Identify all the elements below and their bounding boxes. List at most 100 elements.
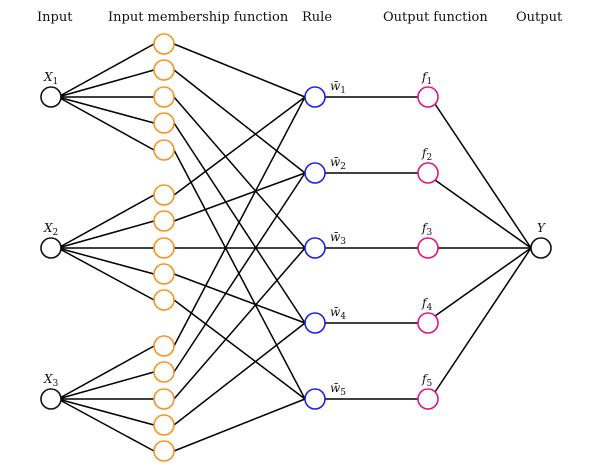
- edge-x1-mf2: [57, 69, 155, 98]
- rule-label-w3-main: w̄: [330, 230, 341, 244]
- output-function-node-f4: [417, 312, 439, 334]
- rule-label-w1-subscript: 1: [340, 86, 346, 96]
- input-label-x1-main: X: [43, 70, 53, 84]
- input-label-x3-subscript: 3: [53, 379, 59, 389]
- output-function-node-f1: [417, 86, 439, 108]
- edge-x2-mf1: [57, 194, 155, 249]
- output-function-label-f3: f3: [421, 221, 432, 238]
- membership-node-x3-4: [153, 414, 175, 436]
- output-function-label-f2: f2: [421, 146, 432, 163]
- output-function-label-f3-main: f: [421, 221, 429, 235]
- edge-x1-mf2-rule2: [173, 69, 306, 174]
- membership-node-x3-1: [153, 335, 175, 357]
- edge-f4-output: [434, 247, 532, 317]
- header-membership: Input membership function: [108, 10, 289, 25]
- edge-f5-output: [434, 247, 532, 393]
- edge-x1-mf1: [57, 43, 155, 98]
- membership-node-x2-1: [153, 184, 175, 206]
- edge-x3-mf5: [57, 398, 155, 452]
- output-function-node-f3: [417, 237, 439, 259]
- rule-label-w3: w̄3: [330, 230, 346, 247]
- edge-x2-mf4: [57, 247, 155, 275]
- edge-x2-mf1-rule1: [173, 96, 306, 196]
- input-label-x2: X2: [43, 221, 58, 238]
- input-label-x3: X3: [43, 372, 59, 389]
- membership-node-x3-3: [153, 388, 175, 410]
- edge-x2-mf5-rule5: [173, 299, 306, 400]
- output-function-label-f2-main: f: [421, 146, 429, 160]
- edge-f1-output: [434, 103, 532, 249]
- membership-node-x1-3: [153, 86, 175, 108]
- rule-label-w4-subscript: 4: [340, 312, 346, 322]
- edge-f2-output: [434, 179, 532, 249]
- edge-x2-mf2: [57, 220, 155, 249]
- rule-label-w1-main: w̄: [330, 79, 341, 93]
- header-input: Input: [37, 10, 73, 25]
- header-output-function: Output function: [383, 10, 488, 25]
- membership-node-x2-2: [153, 210, 175, 232]
- header-output: Output: [516, 10, 563, 25]
- output-function-node-f5: [417, 388, 439, 410]
- edge-x3-mf2-rule2: [173, 172, 306, 373]
- edge-x3-mf4: [57, 398, 155, 426]
- membership-node-x1-2: [153, 59, 175, 81]
- output-function-label-f4-subscript: 4: [426, 303, 432, 313]
- input-node-x2: [40, 237, 62, 259]
- edges: [57, 43, 532, 452]
- edge-x3-mf1: [57, 345, 155, 400]
- output-function-label-f4-main: f: [421, 296, 429, 310]
- edge-x3-mf1-rule1: [173, 96, 306, 347]
- nodes: [40, 33, 552, 462]
- edge-x2-mf5: [57, 247, 155, 301]
- input-label-x3-main: X: [43, 372, 53, 386]
- edge-x1-mf4: [57, 96, 155, 124]
- output-function-label-f4: f4: [421, 296, 432, 313]
- input-label-x1: X1: [43, 70, 58, 87]
- membership-node-x1-4: [153, 112, 175, 134]
- output-node-y: [530, 237, 552, 259]
- edge-x2-mf4-rule4: [173, 273, 306, 324]
- edge-x3-mf2: [57, 371, 155, 400]
- output-label-y-main: Y: [537, 221, 546, 235]
- output-label-y: Y: [537, 221, 546, 235]
- rule-node-w3: [304, 237, 326, 259]
- output-function-label-f5: f5: [421, 372, 432, 389]
- edge-x3-mf4-rule4: [173, 322, 306, 426]
- rule-label-w4: w̄4: [330, 305, 346, 322]
- header-rule: Rule: [302, 10, 332, 25]
- membership-node-x1-5: [153, 139, 175, 161]
- rule-label-w5-subscript: 5: [340, 388, 346, 398]
- edge-x1-mf5-rule5: [173, 149, 306, 400]
- membership-node-x2-4: [153, 263, 175, 285]
- rule-label-w4-main: w̄: [330, 305, 341, 319]
- rule-label-w5-main: w̄: [330, 381, 341, 395]
- edge-x1-mf1-rule1: [173, 43, 306, 98]
- output-function-label-f5-main: f: [421, 372, 429, 386]
- rule-label-w3-subscript: 3: [340, 237, 346, 247]
- rule-label-w2-main: w̄: [330, 155, 341, 169]
- output-function-label-f1-subscript: 1: [426, 77, 432, 87]
- rule-label-w1: w̄1: [330, 79, 346, 96]
- input-node-x1: [40, 86, 62, 108]
- membership-node-x3-2: [153, 361, 175, 383]
- rule-label-w2: w̄2: [330, 155, 346, 172]
- input-label-x1-subscript: 1: [53, 77, 59, 87]
- output-function-label-f1: f1: [421, 70, 432, 87]
- output-function-label-f5-subscript: 5: [426, 379, 432, 389]
- input-label-x2-main: X: [43, 221, 53, 235]
- membership-node-x3-5: [153, 440, 175, 462]
- edge-x1-mf3-rule3: [173, 96, 306, 249]
- edge-x2-mf2-rule2: [173, 172, 306, 222]
- input-label-x2-subscript: 2: [53, 228, 59, 238]
- edge-x3-mf3-rule3: [173, 247, 306, 400]
- rule-label-w2-subscript: 2: [340, 162, 346, 172]
- output-function-node-f2: [417, 162, 439, 184]
- rule-node-w2: [304, 162, 326, 184]
- output-function-label-f2-subscript: 2: [426, 153, 432, 163]
- rule-label-w5: w̄5: [330, 381, 346, 398]
- output-function-label-f1-main: f: [421, 70, 429, 84]
- rule-node-w5: [304, 388, 326, 410]
- output-function-label-f3-subscript: 3: [426, 228, 432, 238]
